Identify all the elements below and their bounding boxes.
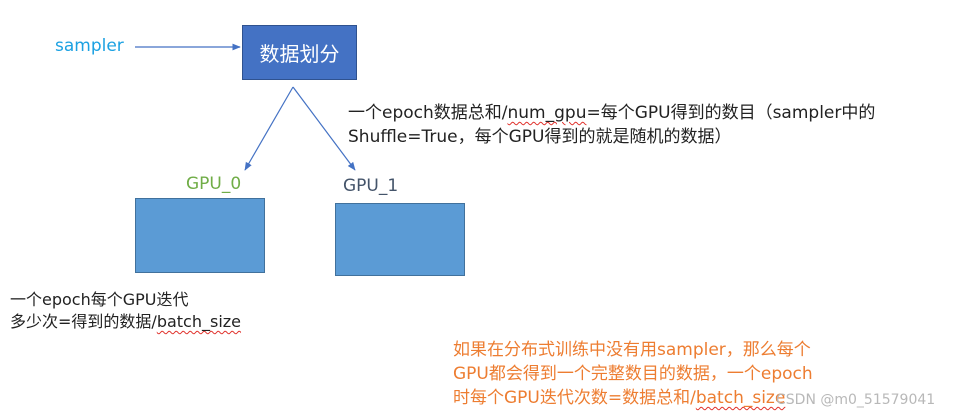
orange-note-line2: GPU都会得到一个完整数目的数据，一个epoch [453,364,813,384]
left-note: 一个epoch每个GPU迭代 多少次=得到的数据/batch_size [10,289,241,333]
gpu1-label: GPU_1 [343,176,399,196]
orange-note-line1: 如果在分布式训练中没有用sampler，那么每个 [453,340,811,360]
top-note-line1: 一个epoch数据总和/num_gpu=每个GPU得到的数目（sampler中的 [348,103,876,123]
split-to-gpu0-arrow [244,86,294,171]
data-split-label: 数据划分 [259,42,340,66]
top-note-line2: Shuffle=True，每个GPU得到的就是随机的数据） [348,127,732,147]
watermark: CSDN @m0_51579041 [776,392,936,408]
gpu0-box [135,198,265,273]
orange-note: 如果在分布式训练中没有用sampler，那么每个 GPU都会得到一个完整数目的数… [453,338,813,410]
data-split-box: 数据划分 [242,25,357,80]
sampler-label: sampler [55,36,124,56]
left-note-line2: 多少次=得到的数据/batch_size [10,312,242,331]
gpu0-label: GPU_0 [186,174,242,194]
gpu1-box [335,203,465,276]
top-note: 一个epoch数据总和/num_gpu=每个GPU得到的数目（sampler中的… [348,101,875,149]
orange-note-line3: 时每个GPU迭代次数=数据总和/batch_size [453,388,786,408]
left-note-line1: 一个epoch每个GPU迭代 [10,290,189,309]
split-to-gpu1-arrow [292,86,356,171]
